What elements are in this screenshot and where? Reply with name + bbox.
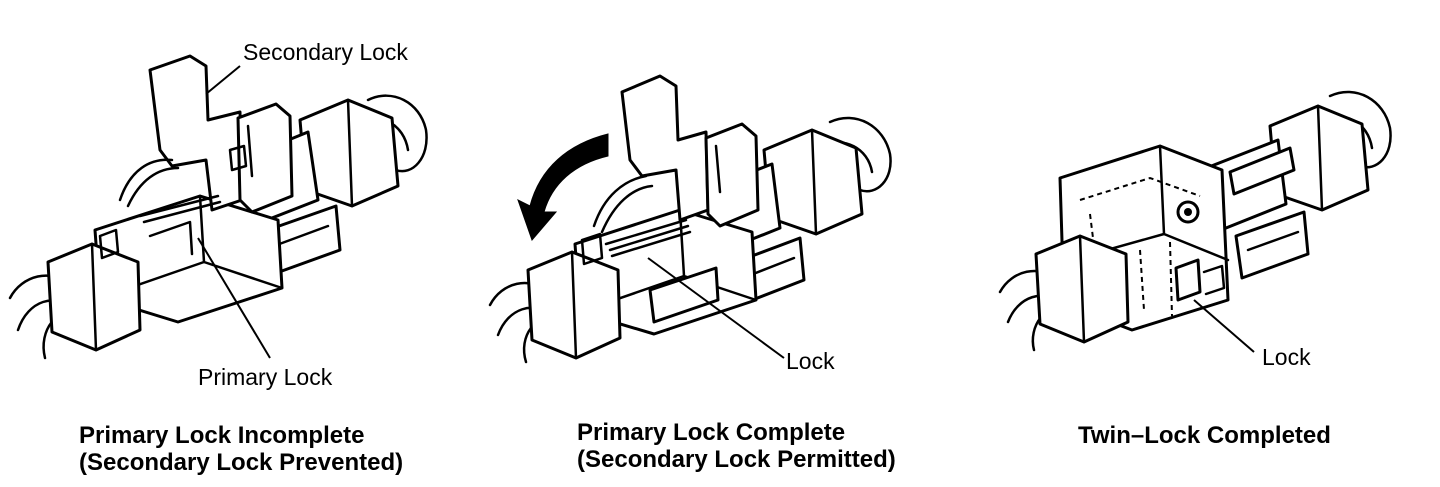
rotation-arrow-icon <box>517 133 609 241</box>
lock-label-panel-2: Lock <box>786 348 835 374</box>
caption-panel-3: Twin–Lock Completed <box>1078 422 1331 449</box>
connector-illustration-2 <box>488 74 892 364</box>
caption-panel-1: Primary Lock Incomplete (Secondary Lock … <box>79 422 403 476</box>
primary-lock-label: Primary Lock <box>198 364 333 390</box>
caption-panel-1-line-1: Primary Lock Incomplete <box>79 422 365 449</box>
caption-panel-2-line-1: Primary Lock Complete <box>577 419 846 446</box>
caption-panel-2-line-2: (Secondary Lock Permitted) <box>577 446 896 473</box>
caption-panel-1-line-2: (Secondary Lock Prevented) <box>79 449 404 476</box>
caption-panel-3-line-1: Twin–Lock Completed <box>1078 422 1331 449</box>
lock-label-panel-3: Lock <box>1262 344 1311 370</box>
secondary-lock-label: Secondary Lock <box>243 39 408 65</box>
connector-illustration-3 <box>998 90 1392 353</box>
connector-illustration-1 <box>8 54 428 360</box>
caption-panel-2: Primary Lock Complete (Secondary Lock Pe… <box>577 419 896 473</box>
